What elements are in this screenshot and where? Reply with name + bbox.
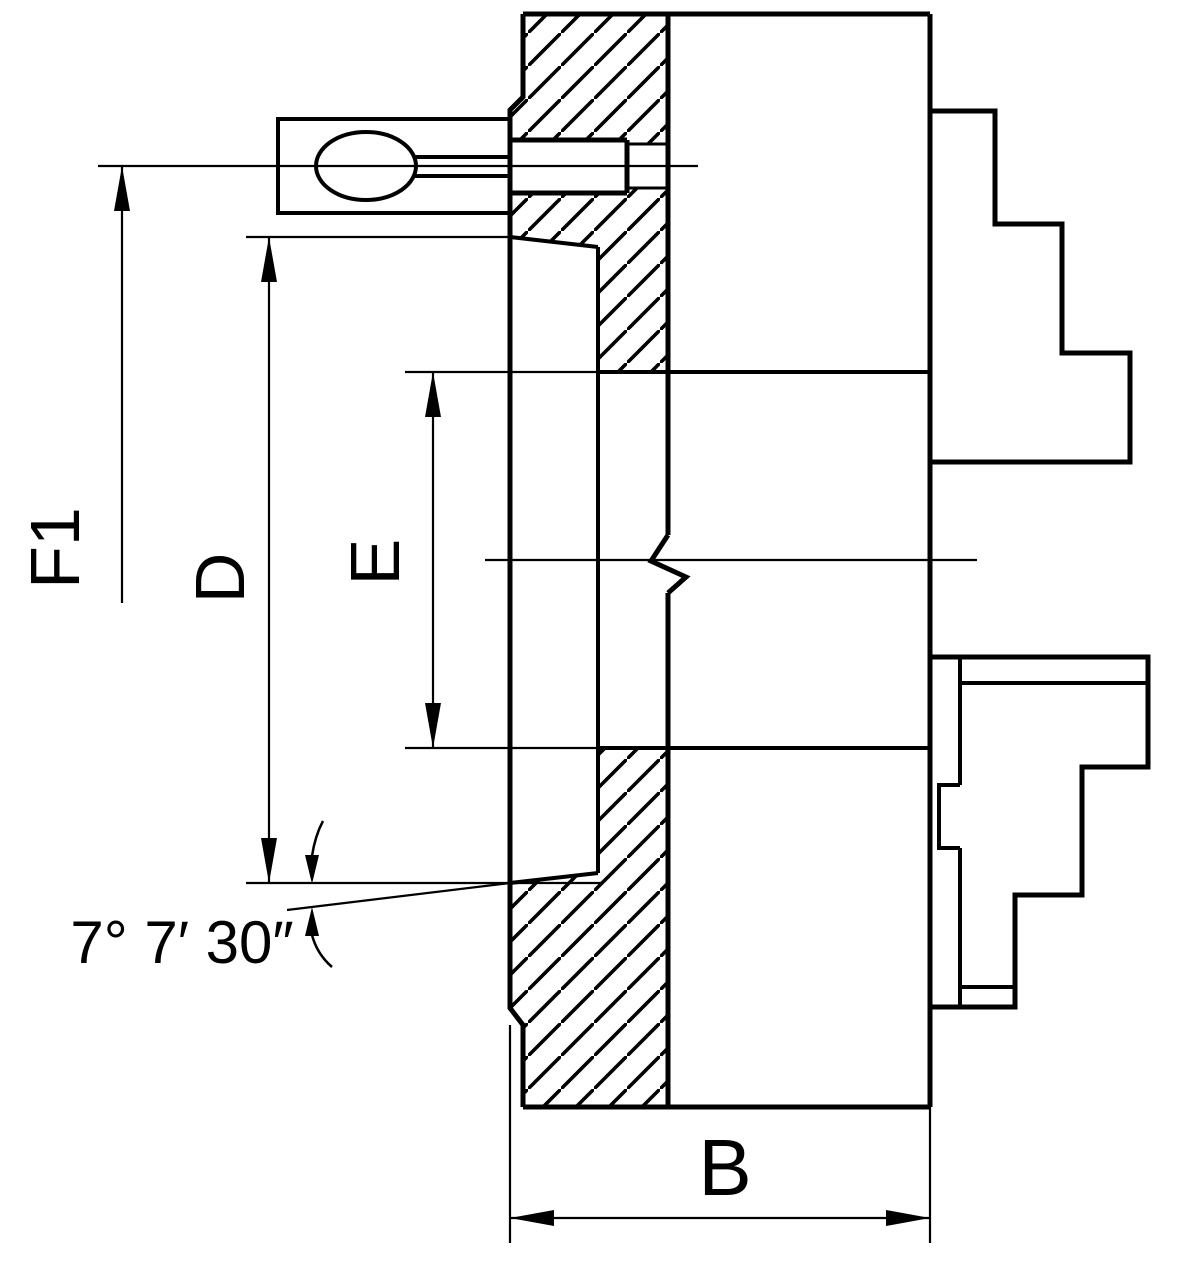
bottom-jaw-outline — [930, 654, 1151, 1010]
d-label: D — [181, 553, 259, 604]
dimension-e: E — [336, 370, 598, 750]
f1-label: F1 — [16, 507, 94, 589]
hatch-area-middle — [510, 188, 668, 372]
break-zigzag — [647, 533, 691, 595]
b-arrowhead-right — [886, 1210, 930, 1226]
dimension-b: B — [508, 1025, 932, 1243]
dimension-f1: F1 — [16, 166, 130, 603]
b-extension-lines — [508, 1025, 932, 1243]
top-jaw-steps — [930, 108, 1133, 465]
key-shaft-lines — [414, 155, 510, 178]
dimension-d: D — [181, 235, 602, 885]
flange-section-hatching — [510, 14, 668, 1107]
pilot-hole-lines — [627, 142, 668, 190]
angle-arrow-tail-lower — [310, 934, 333, 968]
angle-arrow-tail-upper — [310, 820, 325, 857]
angle-label: 7° 7′ 30″ — [70, 909, 293, 976]
e-arrowhead-bottom — [425, 703, 441, 748]
centerlines — [98, 164, 977, 562]
b-label: B — [698, 1123, 751, 1212]
jaws — [930, 108, 1151, 1010]
hatch-area-upper — [510, 14, 668, 144]
f1-arrowhead — [114, 166, 130, 211]
e-arrowhead-top — [425, 372, 441, 417]
e-extension-lines — [405, 370, 598, 750]
bottom-jaw-details — [937, 657, 1148, 1007]
d-arrowhead-top — [261, 237, 277, 282]
e-label: E — [336, 539, 414, 586]
angle-arrowhead-lower — [305, 907, 319, 936]
d-extension-lines — [246, 235, 602, 885]
angle-arrowhead-upper — [305, 855, 319, 884]
b-arrowhead-left — [510, 1210, 554, 1226]
d-arrowhead-bottom — [261, 838, 277, 883]
taper-extension-line — [286, 881, 511, 912]
dimension-angle: 7° 7′ 30″ — [70, 820, 511, 976]
hatch-area-lower — [510, 748, 668, 1107]
